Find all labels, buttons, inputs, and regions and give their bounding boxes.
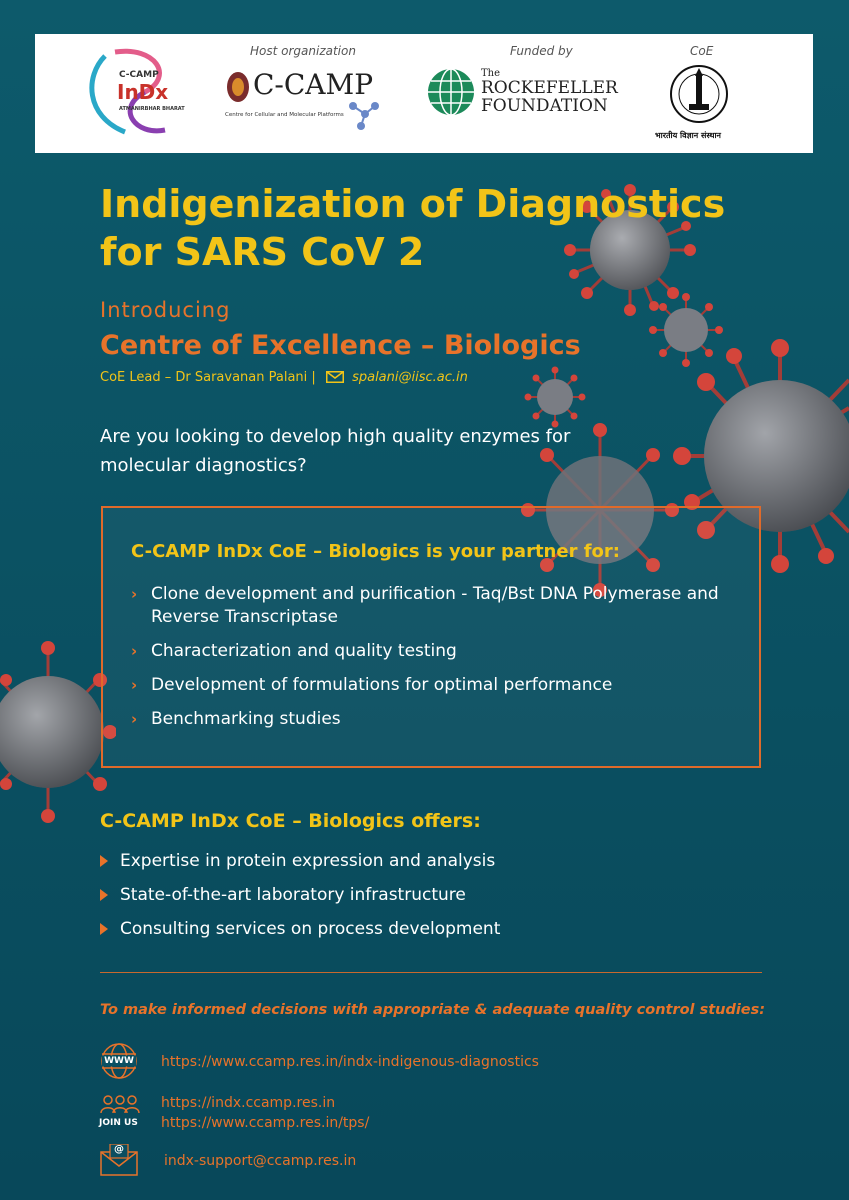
indx-portal-link[interactable]: https://indx.ccamp.res.in [161, 1095, 336, 1111]
ccamp-logo-text: C-CAMP [253, 68, 374, 101]
people-icon [100, 1094, 140, 1116]
website-link[interactable]: https://www.ccamp.res.in/indx-indigenous… [161, 1054, 539, 1070]
indx-swirl-icon [89, 48, 166, 135]
list-item: › Characterization and quality testing [131, 640, 741, 663]
support-email-link[interactable]: indx-support@ccamp.res.in [164, 1153, 357, 1169]
rockefeller-line1: ROCKEFELLER [481, 78, 618, 98]
www-icon-label: WWW [104, 1056, 134, 1066]
mail-icon [325, 371, 344, 387]
tagline: To make informed decisions with appropri… [100, 1002, 766, 1018]
rockefeller-logo: The ROCKEFELLER FOUNDATION [427, 66, 627, 122]
offers-list: Expertise in protein expression and anal… [100, 850, 700, 952]
intro-question: Are you looking to develop high quality … [100, 426, 571, 476]
virus-decoration [564, 184, 696, 316]
iisc-text: भारतीय विज्ञान संस्थान [655, 131, 721, 140]
email-icon: @ [100, 1143, 138, 1176]
rockefeller-globe-icon [428, 68, 474, 116]
coe-caption: CoE [690, 44, 714, 58]
list-item: State-of-the-art laboratory infrastructu… [100, 884, 700, 907]
offers-title: C-CAMP InDx CoE – Biologics offers: [100, 810, 481, 832]
ccamp-logo: C-CAMP Centre for Cellular and Molecular… [225, 68, 385, 138]
page-title: Indigenization of Diagnostics for SARS C… [100, 180, 800, 276]
list-item-text: State-of-the-art laboratory infrastructu… [120, 885, 466, 905]
list-item: Consulting services on process developme… [100, 918, 700, 941]
molecule-icon [349, 102, 379, 130]
triangle-bullet-icon [100, 923, 108, 935]
page-title-line2: for SARS CoV 2 [100, 230, 425, 274]
iisc-logo: भारतीय विज्ञान संस्थान [647, 64, 757, 150]
funded-caption: Funded by [510, 44, 573, 58]
virus-decoration [0, 641, 116, 823]
virus-decoration [524, 366, 586, 428]
intro-label: Introducing [100, 298, 231, 322]
list-item-text: Expertise in protein expression and anal… [120, 851, 496, 871]
coe-lead: CoE Lead – Dr Saravanan Palani | spalani… [100, 370, 468, 387]
iisc-emblem-icon [670, 65, 728, 123]
rockefeller-the: The [481, 68, 501, 79]
virus-decoration [521, 423, 679, 597]
indx-logo-top: C-CAMP [119, 70, 159, 80]
list-item-text: Consulting services on process developme… [120, 919, 501, 939]
host-caption: Host organization [250, 44, 356, 58]
partner-box [101, 506, 761, 768]
chevron-right-icon: › [131, 585, 138, 603]
list-item-text: Characterization and quality testing [151, 641, 457, 661]
at-symbol: @ [114, 1144, 124, 1155]
list-item: › Benchmarking studies [131, 708, 741, 731]
globe-icon: WWW [100, 1042, 138, 1080]
divider [100, 972, 762, 973]
tps-link[interactable]: https://www.ccamp.res.in/tps/ [161, 1115, 370, 1131]
chevron-right-icon: › [131, 676, 138, 694]
join-us-label: JOIN US [99, 1118, 138, 1128]
ccamp-subtitle: Centre for Cellular and Molecular Platfo… [225, 112, 344, 118]
chevron-right-icon: › [131, 642, 138, 660]
list-item: › Clone development and purification - Ta… [131, 583, 741, 629]
coe-title: Centre of Excellence – Biologics [100, 330, 581, 361]
partner-list: › Clone development and purification - Ta… [131, 583, 741, 742]
list-item: Expertise in protein expression and anal… [100, 850, 700, 873]
rockefeller-line2: FOUNDATION [481, 96, 608, 116]
list-item-text: Development of formulations for optimal … [151, 675, 613, 695]
page-title-line1: Indigenization of Diagnostics [100, 182, 726, 226]
coe-lead-email[interactable]: spalani@iisc.ac.in [352, 370, 468, 385]
list-item-text: Benchmarking studies [151, 709, 341, 729]
list-item-text: Clone development and purification - Taq… [151, 584, 719, 627]
indx-logo: C-CAMP InDx ATMANIRBHAR BHARAT [85, 46, 185, 138]
ccamp-emblem-icon [227, 72, 249, 102]
list-item: › Development of formulations for optimal… [131, 674, 741, 697]
triangle-bullet-icon [100, 889, 108, 901]
indx-logo-main: InDx [117, 80, 169, 104]
chevron-right-icon: › [131, 710, 138, 728]
virus-decoration [673, 339, 849, 573]
logo-banner: C-CAMP InDx ATMANIRBHAR BHARAT Host orga… [35, 34, 813, 153]
virus-decoration [649, 293, 723, 367]
indx-logo-sub: ATMANIRBHAR BHARAT [119, 106, 185, 112]
coe-lead-text: CoE Lead – Dr Saravanan Palani | [100, 370, 316, 385]
partner-title: C-CAMP InDx CoE – Biologics is your part… [131, 541, 620, 562]
triangle-bullet-icon [100, 855, 108, 867]
